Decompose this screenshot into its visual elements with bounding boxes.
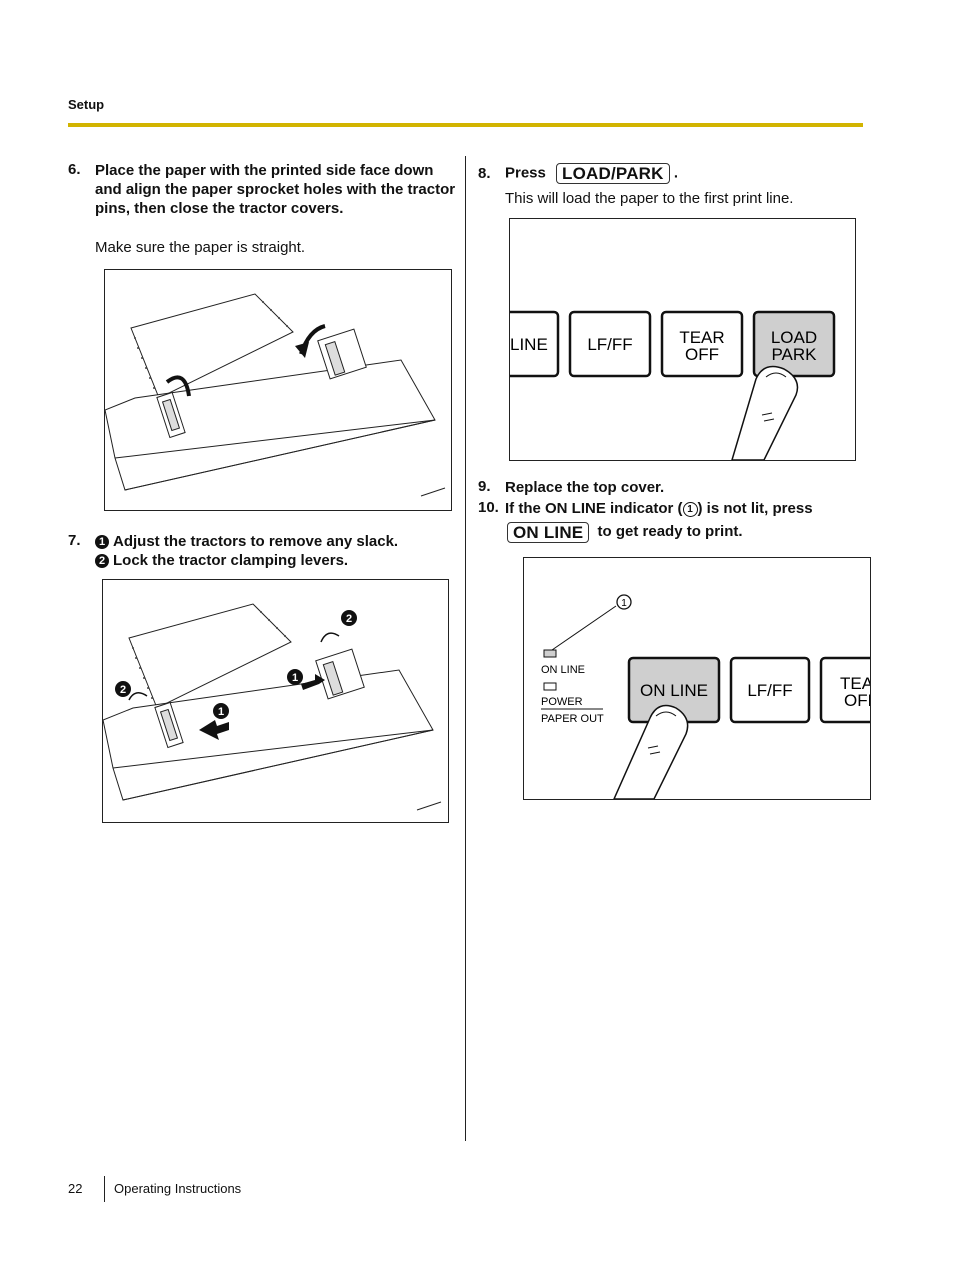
step-9-number: 9. bbox=[478, 478, 491, 495]
button-line-label: LINE bbox=[510, 335, 548, 354]
callout-1-right-label: 1 bbox=[292, 672, 298, 684]
tractor-adjust-illustration: 1 1 2 2 bbox=[102, 603, 442, 811]
figure-on-line: ON LINE POWER PAPER OUT 1 ON LINE LF/FF … bbox=[523, 557, 871, 800]
figure-load-park: LINE LF/FF TEAR OFF LOAD PARK bbox=[509, 218, 856, 461]
step-10-line-2: ON LINE to get ready to print. bbox=[507, 522, 743, 543]
button-tear-off-2: TEA OFF bbox=[819, 656, 870, 724]
finger-icon-2 bbox=[613, 704, 689, 799]
button-lf-ff: LF/FF bbox=[568, 310, 652, 378]
button-lf-ff-2-label: LF/FF bbox=[747, 681, 792, 700]
step-7-number: 7. bbox=[68, 532, 81, 549]
step-10-text-a: If the ON LINE indicator ( bbox=[505, 500, 683, 517]
callout-1-left-label: 1 bbox=[218, 706, 224, 718]
figure-paper-loading bbox=[104, 269, 452, 511]
on-line-key: ON LINE bbox=[507, 522, 590, 543]
button-lf-ff-2: LF/FF bbox=[729, 656, 811, 724]
step-7-line-1: 1 Adjust the tractors to remove any slack… bbox=[95, 532, 460, 551]
button-park-label: PARK bbox=[771, 345, 817, 364]
callout-1-right-icon: 1 bbox=[287, 669, 303, 685]
step-10-text-c: to get ready to print. bbox=[597, 523, 743, 541]
step-6-number: 6. bbox=[68, 161, 81, 178]
callout-outline-1-icon: 1 bbox=[682, 501, 698, 517]
callout-1-outline-icon: 1 bbox=[616, 594, 632, 610]
button-off-label: OFF bbox=[685, 345, 719, 364]
button-on-line: ON LINE bbox=[627, 656, 721, 724]
indicator-online-label: ON LINE bbox=[541, 664, 585, 676]
step-7-line-2-text: Lock the tractor clamping levers. bbox=[113, 552, 349, 569]
button-line: LINE bbox=[510, 310, 560, 378]
step-7-line-2: 2 Lock the tractor clamping levers. bbox=[95, 551, 460, 570]
callout-2-left-label: 2 bbox=[120, 684, 126, 696]
footer-divider bbox=[104, 1176, 105, 1202]
step-10-text-b: ) is not lit, press bbox=[697, 500, 813, 517]
step-8-note: This will load the paper to the first pr… bbox=[505, 190, 794, 207]
callout-1-outline-label: 1 bbox=[621, 598, 627, 609]
step-8-period: . bbox=[673, 164, 678, 182]
callout-2-right-icon: 2 bbox=[341, 610, 357, 626]
load-park-key: LOAD/PARK bbox=[556, 163, 670, 184]
callout-2-left-icon: 2 bbox=[115, 681, 131, 697]
printer-tractor-illustration bbox=[104, 293, 446, 497]
step-9-text: Replace the top cover. bbox=[505, 479, 665, 496]
step-10-line-1: If the ON LINE indicator (1) is not lit,… bbox=[505, 499, 860, 518]
finger-icon bbox=[731, 365, 799, 460]
step-8-press: Press bbox=[505, 164, 546, 182]
step-6-note: Make sure the paper is straight. bbox=[95, 239, 306, 256]
online-indicator-icon bbox=[543, 649, 557, 658]
callout-1-left-icon: 1 bbox=[213, 703, 229, 719]
button-tear-2-label: TEA bbox=[840, 674, 870, 693]
step-8-number: 8. bbox=[478, 165, 491, 182]
indicator-power-label: POWER bbox=[541, 696, 583, 708]
header-rule bbox=[68, 123, 863, 127]
step-10-number: 10. bbox=[478, 499, 499, 516]
button-off-2-label: OFF bbox=[844, 691, 870, 710]
footer-title: Operating Instructions bbox=[114, 1181, 242, 1196]
callout-2-right-label: 2 bbox=[346, 613, 352, 625]
section-title: Setup bbox=[68, 97, 105, 112]
button-on-line-label: ON LINE bbox=[640, 681, 708, 700]
button-lf-ff-label: LF/FF bbox=[587, 335, 632, 354]
callout-1-icon: 1 bbox=[95, 535, 109, 550]
power-indicator-icon bbox=[543, 682, 557, 691]
button-tear-off: TEAR OFF bbox=[660, 310, 744, 378]
step-8-line: Press LOAD/PARK . bbox=[505, 163, 678, 184]
step-7-line-1-text: Adjust the tractors to remove any slack. bbox=[113, 533, 399, 550]
button-load-label: LOAD bbox=[771, 328, 817, 347]
column-divider bbox=[465, 156, 466, 1141]
indicator-paperout-label: PAPER OUT bbox=[541, 713, 604, 725]
step-6-text: Place the paper with the printed side fa… bbox=[95, 162, 456, 217]
button-tear-label: TEAR bbox=[679, 328, 724, 347]
figure-tractor-adjust: 1 1 2 2 bbox=[102, 579, 449, 823]
callout-2-icon: 2 bbox=[95, 554, 109, 569]
control-panel-illustration: LINE LF/FF TEAR OFF LOAD PARK bbox=[510, 310, 836, 460]
page-number: 22 bbox=[68, 1181, 83, 1196]
online-panel-illustration: ON LINE POWER PAPER OUT 1 ON LINE LF/FF … bbox=[541, 594, 870, 799]
button-load-park: LOAD PARK bbox=[752, 310, 836, 378]
